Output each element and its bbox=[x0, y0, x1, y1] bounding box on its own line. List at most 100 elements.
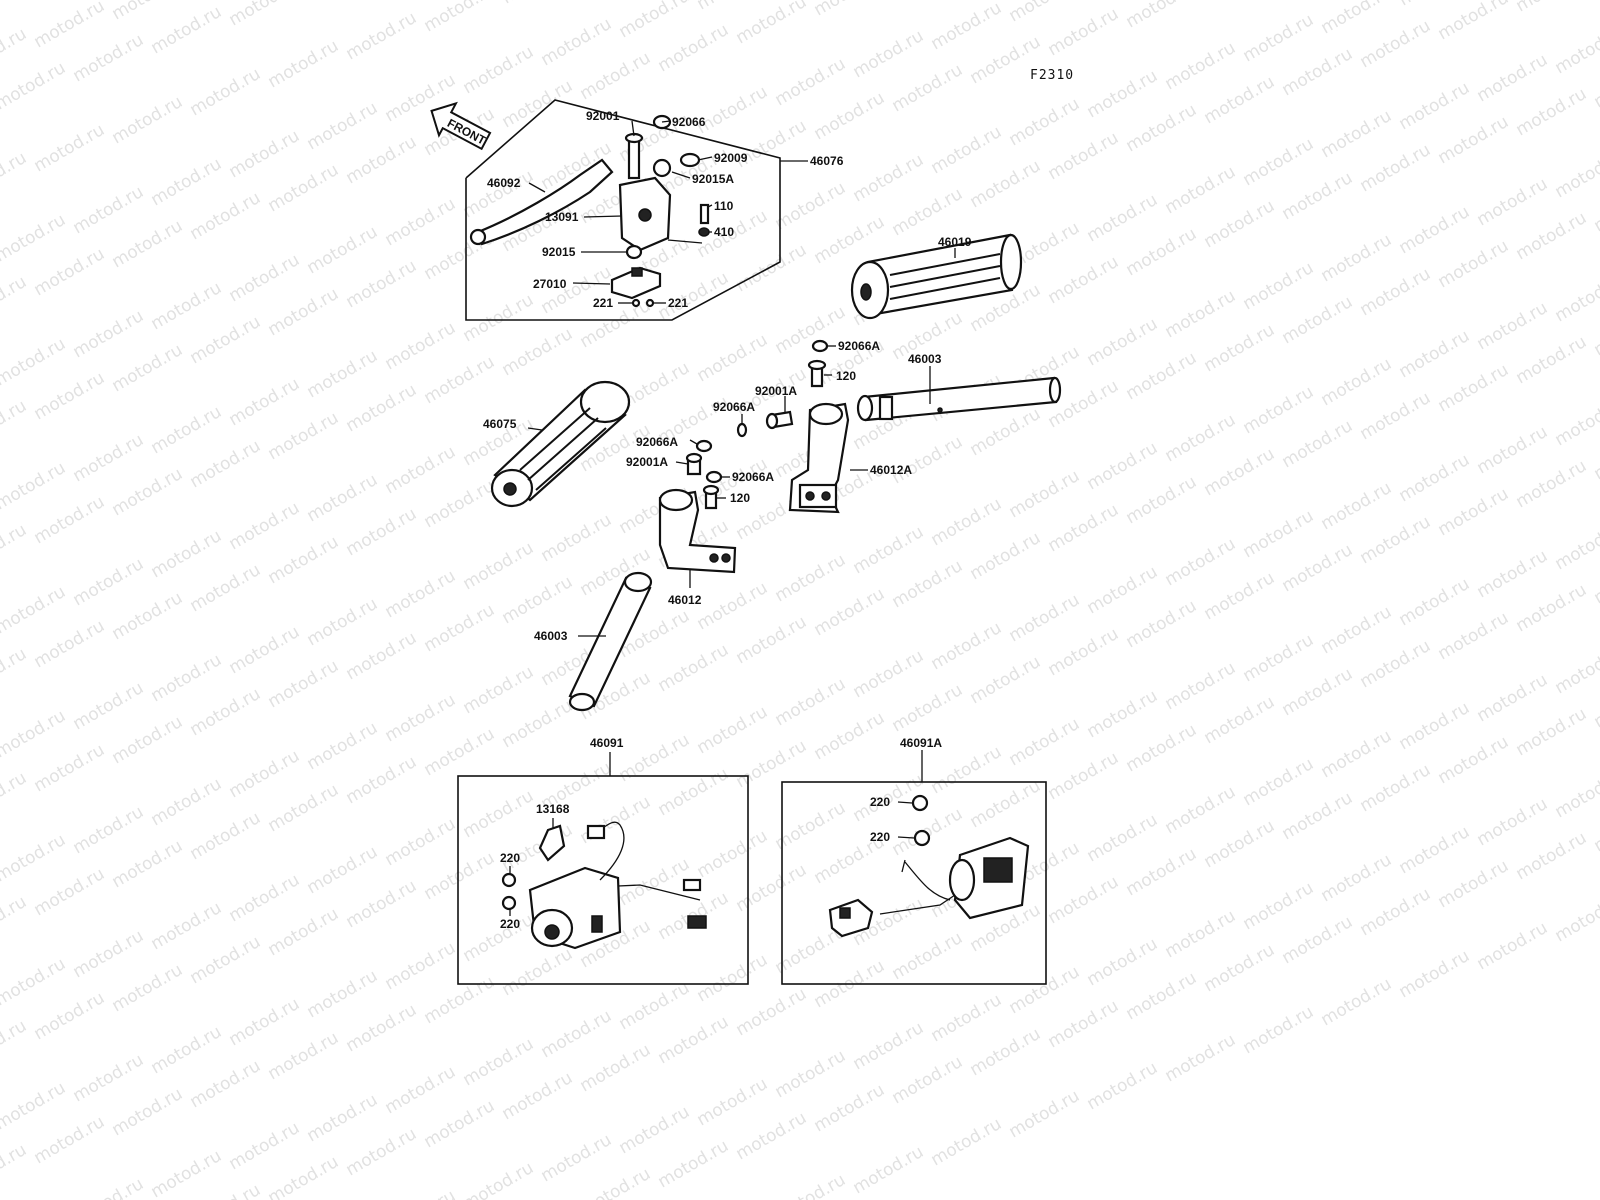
watermark-text: motod.ru bbox=[1045, 996, 1123, 1052]
watermark-text: motod.ru bbox=[343, 256, 421, 312]
watermark-text: motod.ru bbox=[31, 1112, 109, 1168]
watermark-text: motod.ru bbox=[1591, 428, 1600, 484]
watermark-text: motod.ru bbox=[889, 432, 967, 488]
watermark-text: motod.ru bbox=[1162, 782, 1240, 838]
watermark-text: motod.ru bbox=[148, 154, 226, 210]
bolt-92001A-1 bbox=[765, 410, 794, 430]
watermark-text: motod.ru bbox=[265, 1152, 343, 1200]
watermark-text: motod.ru bbox=[226, 622, 304, 678]
watermark-text: motod.ru bbox=[0, 830, 69, 886]
watermark-text: motod.ru bbox=[109, 92, 187, 148]
watermark-text: motod.ru bbox=[265, 284, 343, 340]
label-46003-left: 46003 bbox=[534, 629, 568, 643]
watermark-text: motod.ru bbox=[1006, 466, 1084, 522]
watermark-text: motod.ru bbox=[967, 156, 1045, 212]
watermark-text: motod.ru bbox=[1201, 196, 1279, 252]
label-46012: 46012 bbox=[668, 593, 702, 607]
watermark-text: motod.ru bbox=[0, 458, 69, 514]
watermark-text: motod.ru bbox=[811, 708, 889, 764]
watermark-text: motod.ru bbox=[655, 1012, 733, 1068]
watermark-text: motod.ru bbox=[382, 814, 460, 870]
watermark-text: motod.ru bbox=[1318, 230, 1396, 286]
watermark-text: motod.ru bbox=[1123, 720, 1201, 776]
watermark-text: motod.ru bbox=[1279, 292, 1357, 348]
clamp-13168 bbox=[538, 824, 566, 862]
watermark-text: motod.ru bbox=[1201, 692, 1279, 748]
watermark-text: motod.ru bbox=[109, 960, 187, 1016]
watermark-text: motod.ru bbox=[70, 926, 148, 982]
screw-221-a bbox=[631, 298, 641, 308]
watermark-text: motod.ru bbox=[460, 910, 538, 966]
watermark-text: motod.ru bbox=[421, 0, 499, 36]
watermark-text: motod.ru bbox=[1513, 0, 1591, 16]
watermark-text: motod.ru bbox=[109, 464, 187, 520]
watermark-text: motod.ru bbox=[304, 1090, 382, 1146]
watermark-text: motod.ru bbox=[1513, 704, 1591, 760]
watermark-text: motod.ru bbox=[1396, 326, 1474, 382]
watermark-text: motod.ru bbox=[187, 560, 265, 616]
watermark-text: motod.ru bbox=[31, 864, 109, 920]
watermark-text: motod.ru bbox=[1396, 946, 1474, 1002]
watermark-text: motod.ru bbox=[148, 774, 226, 830]
watermark-text: motod.ru bbox=[382, 194, 460, 250]
watermark-text: motod.ru bbox=[0, 272, 30, 328]
watermark-text: motod.ru bbox=[1201, 940, 1279, 996]
watermark-text: motod.ru bbox=[226, 0, 304, 30]
watermark-text: motod.ru bbox=[1162, 906, 1240, 962]
watermark-text: motod.ru bbox=[304, 842, 382, 898]
watermark-text: motod.ru bbox=[70, 30, 148, 86]
watermark-text: motod.ru bbox=[772, 1046, 850, 1102]
watermark-text: motod.ru bbox=[655, 268, 733, 324]
watermark-text: motod.ru bbox=[421, 972, 499, 1028]
left-grip bbox=[490, 380, 631, 508]
watermark-text: motod.ru bbox=[1357, 16, 1435, 72]
label-92001: 92001 bbox=[586, 109, 620, 123]
watermark-text: motod.ru bbox=[31, 616, 109, 672]
watermark-text: motod.ru bbox=[694, 826, 772, 882]
watermark-text: motod.ru bbox=[1201, 568, 1279, 624]
watermark-text: motod.ru bbox=[382, 1062, 460, 1118]
watermark-text: motod.ru bbox=[1240, 1002, 1318, 1058]
watermark-text: motod.ru bbox=[1474, 298, 1552, 354]
watermark-text: motod.ru bbox=[0, 24, 30, 80]
watermark-text: motod.ru bbox=[655, 20, 733, 76]
watermark-text: motod.ru bbox=[1279, 664, 1357, 720]
watermark-text: motod.ru bbox=[304, 346, 382, 402]
label-92009: 92009 bbox=[714, 151, 748, 165]
watermark-text: motod.ru bbox=[733, 984, 811, 1040]
watermark-text: motod.ru bbox=[1162, 162, 1240, 218]
watermark-text: motod.ru bbox=[460, 1158, 538, 1200]
watermark-text: motod.ru bbox=[31, 988, 109, 1044]
right-grip bbox=[850, 233, 1023, 320]
watermark-text: motod.ru bbox=[226, 374, 304, 430]
watermark-text: motod.ru bbox=[1045, 252, 1123, 308]
label-92001A-lower: 92001A bbox=[626, 455, 668, 469]
washer-410 bbox=[698, 227, 710, 237]
watermark-text: motod.ru bbox=[343, 628, 421, 684]
label-220-a: 220 bbox=[500, 851, 520, 865]
watermark-text: motod.ru bbox=[382, 442, 460, 498]
watermark-text: motod.ru bbox=[460, 1034, 538, 1090]
watermark-text: motod.ru bbox=[811, 88, 889, 144]
watermark-text: motod.ru bbox=[1279, 168, 1357, 224]
label-221-right: 221 bbox=[668, 296, 688, 310]
bolt-120-upper bbox=[807, 359, 827, 388]
watermark-text: motod.ru bbox=[1084, 314, 1162, 370]
watermark-text: motod.ru bbox=[772, 54, 850, 110]
watermark-text: motod.ru bbox=[1513, 332, 1591, 388]
watermark-text: motod.ru bbox=[31, 740, 109, 796]
watermark-text: motod.ru bbox=[70, 1050, 148, 1106]
watermark-text: motod.ru bbox=[1201, 444, 1279, 500]
left-switch-housing bbox=[528, 866, 622, 950]
watermark-text: motod.ru bbox=[1552, 270, 1600, 326]
watermark-text: motod.ru bbox=[148, 1146, 226, 1200]
watermark-text: motod.ru bbox=[967, 776, 1045, 832]
watermark-text: motod.ru bbox=[0, 58, 69, 114]
watermark-text: motod.ru bbox=[499, 572, 577, 628]
watermark-text: motod.ru bbox=[1318, 602, 1396, 658]
label-120-lower: 120 bbox=[730, 491, 750, 505]
watermark-text: motod.ru bbox=[148, 898, 226, 954]
watermark-text: motod.ru bbox=[31, 492, 109, 548]
watermark-text: motod.ru bbox=[1279, 44, 1357, 100]
watermark-text: motod.ru bbox=[1318, 0, 1396, 38]
